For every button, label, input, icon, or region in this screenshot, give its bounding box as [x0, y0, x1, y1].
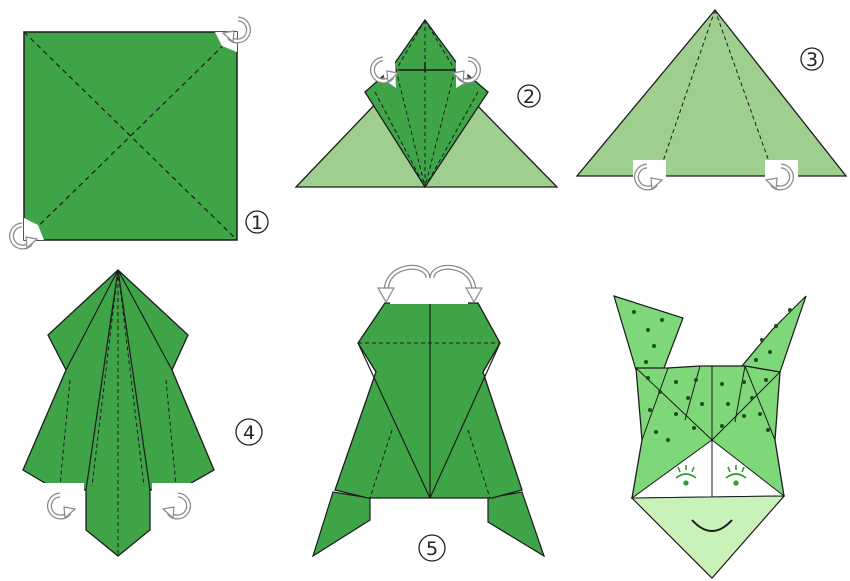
step-2-diagram — [296, 20, 557, 187]
svg-text:5: 5 — [426, 538, 438, 560]
right-ear — [742, 296, 806, 372]
step-number-3: 3 — [801, 48, 823, 71]
left-leg — [313, 492, 370, 556]
svg-text:2: 2 — [523, 86, 535, 108]
white-tab — [390, 290, 468, 304]
step-number-5: 5 — [419, 535, 445, 561]
svg-text:1: 1 — [251, 212, 263, 234]
step-1-diagram — [12, 19, 249, 248]
step-5-diagram — [313, 267, 544, 556]
white-notch — [36, 483, 84, 505]
svg-text:3: 3 — [806, 49, 818, 71]
step-number-1: 1 — [246, 211, 268, 234]
right-leg — [488, 492, 544, 556]
step-number-4: 4 — [236, 419, 262, 445]
finished-frog — [614, 296, 806, 578]
step-number-2: 2 — [518, 85, 540, 108]
svg-text:4: 4 — [243, 422, 255, 444]
mouth-panel — [632, 496, 784, 578]
light-triangle — [577, 10, 846, 176]
step-4-diagram — [23, 270, 214, 556]
left-ear — [614, 296, 683, 370]
folded-body — [335, 303, 522, 498]
step-3-diagram — [577, 10, 846, 189]
